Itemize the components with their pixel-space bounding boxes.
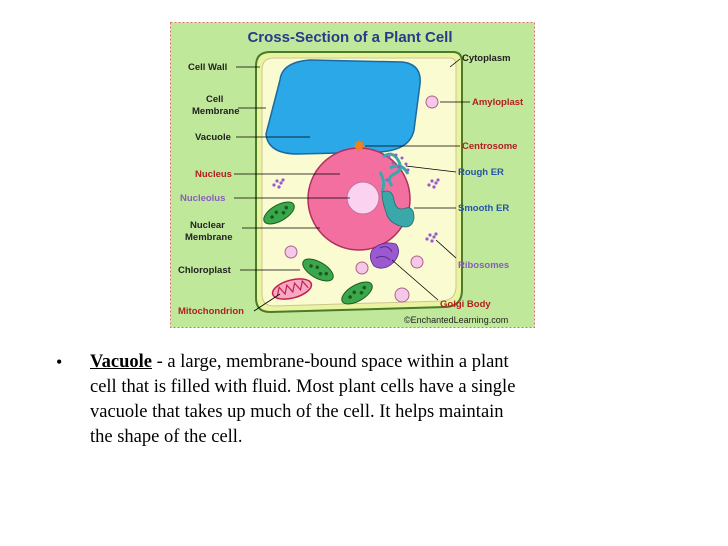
diagram-title: Cross-Section of a Plant Cell [247,29,452,46]
label-golgi-body: Golgi Body [440,299,491,310]
bullet-line4: the shape of the cell. [90,427,243,447]
chloroplasts [263,201,373,305]
label-smooth-er: Smooth ER [458,203,509,214]
label-nucleolus: Nucleolus [180,193,225,204]
pointer-lines [234,58,470,312]
label-cell-wall: Cell Wall [188,62,227,73]
rough-er-dots [385,153,410,182]
label-nuclear-membrane-line1: Nuclear [190,220,225,231]
label-ribosomes: Ribosomes [458,260,509,271]
label-mitochondrion: Mitochondrion [178,306,244,317]
bullet-term: Vacuole [90,352,153,372]
label-centrosome: Centrosome [462,141,517,152]
bullet-line1: - a large, membrane-bound space within a… [152,352,509,372]
bullet-dot: • [56,352,63,372]
label-nuclear-membrane-line2: Membrane [185,232,233,243]
label-rough-er: Rough ER [458,167,504,178]
bullet-line3: vacuole that takes up much of the cell. … [90,402,504,422]
label-cell-membrane-line2: Membrane [192,106,240,117]
label-vacuole: Vacuole [195,132,231,143]
bullet-text: Vacuole - a large, membrane-bound space … [90,350,690,450]
ribosome-clusters [272,178,440,243]
plant-cell-diagram: Cross-Section of a Plant Cell [170,22,535,328]
centrosome-shape [353,140,365,152]
label-chloroplast: Chloroplast [178,265,232,276]
label-cytoplasm: Cytoplasm [462,53,511,64]
vacuole-shape [265,59,421,155]
label-amyloplast: Amyloplast [472,97,524,108]
mitochondrion-shape [271,278,313,300]
label-nucleus: Nucleus [195,169,232,180]
vesicles [284,245,424,303]
smooth-er-shape [381,190,415,228]
label-cell-membrane-line1: Cell [206,94,223,105]
amyloplast-shape [425,95,439,109]
bullet-line2: cell that is filled with fluid. Most pla… [90,377,516,397]
rough-er-shape [378,152,410,193]
credit-text: ©EnchantedLearning.com [404,315,508,325]
nucleolus-shape [346,181,380,215]
